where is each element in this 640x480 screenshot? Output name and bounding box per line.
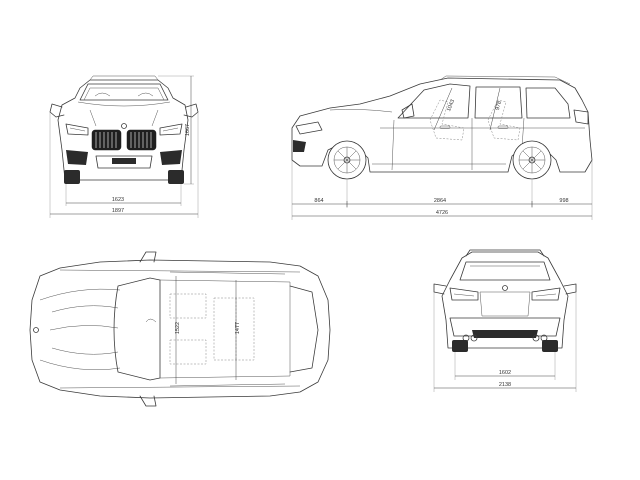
front-width-label: 1897 xyxy=(112,208,124,214)
front-dimensions xyxy=(49,75,199,218)
rear-track-label: 1602 xyxy=(499,370,511,376)
rear-view xyxy=(433,249,577,352)
front-overhang-label: 864 xyxy=(314,198,323,204)
side-dimensions xyxy=(291,160,593,220)
rear-dimensions xyxy=(433,292,577,392)
rear-overhang-label: 998 xyxy=(559,198,568,204)
top-dimensions xyxy=(175,276,237,384)
height-label: 1667 xyxy=(185,124,191,136)
shoulder-front-label: 1522 xyxy=(175,322,181,334)
rear-width-label: 2138 xyxy=(499,382,511,388)
length-label: 4726 xyxy=(436,210,448,216)
shoulder-rear-label: 1477 xyxy=(235,322,241,334)
headroom-rear-label: 978 xyxy=(495,101,503,111)
top-view xyxy=(29,251,331,407)
wheelbase-label: 2864 xyxy=(434,198,446,204)
side-view xyxy=(291,75,593,180)
front-track-label: 1623 xyxy=(112,197,124,203)
front-view xyxy=(49,75,199,184)
headroom-front-label: 1043 xyxy=(446,99,456,113)
